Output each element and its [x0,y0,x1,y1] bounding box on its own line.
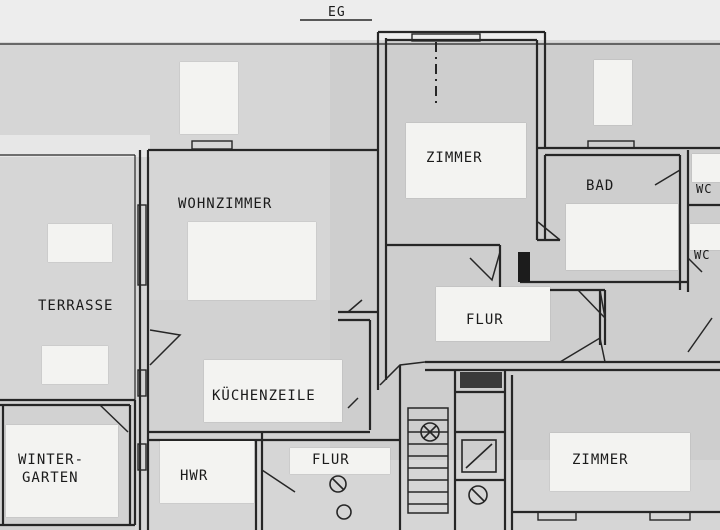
room-label-kuechenzeile: KÜCHENZEILE [212,388,316,404]
room-label-zimmer-top: ZIMMER [426,150,483,166]
walls [0,30,720,530]
blank-label-patch [690,224,720,250]
blank-label-patch [42,346,108,384]
room-label-bad: BAD [586,178,615,194]
room-label-flur-center: FLUR [466,312,504,328]
room-label-terrasse: TERRASSE [38,298,114,314]
flur-lower-patch [290,448,390,474]
blank-label-patch [594,60,632,125]
hwr-patch [160,441,254,503]
doors [99,169,713,493]
room-label-zimmer-bottom: ZIMMER [572,452,629,468]
zimmer-bottom-patch [550,433,690,491]
kuechenzeile-patch [204,360,342,422]
room-label-hwr: HWR [180,468,209,484]
shaft-block [460,372,502,388]
blank-label-patch [180,62,238,134]
chimney [518,252,530,282]
blank-label-patch [188,222,316,300]
fixtures [329,422,497,520]
flur-center-patch [436,287,550,341]
room-label-flur-lower: FLUR [312,452,350,468]
room-label-wc-right: WC [694,248,711,262]
room-label-wintergarten-line1: WINTER- [18,452,85,468]
wc-top-patch [692,154,720,182]
windows [137,33,691,521]
stairs [407,407,449,514]
room-label-wc-top: WC [696,182,713,196]
room-label-wintergarten-line2: GARTEN [22,470,79,486]
blank-label-patch [48,224,112,262]
blank-label-patch [566,204,678,270]
zimmer-top-patch [406,123,526,198]
floor-label: EG [328,5,346,20]
wintergarten-patch [6,425,118,517]
room-label-wohnzimmer: WOHNZIMMER [178,196,273,212]
